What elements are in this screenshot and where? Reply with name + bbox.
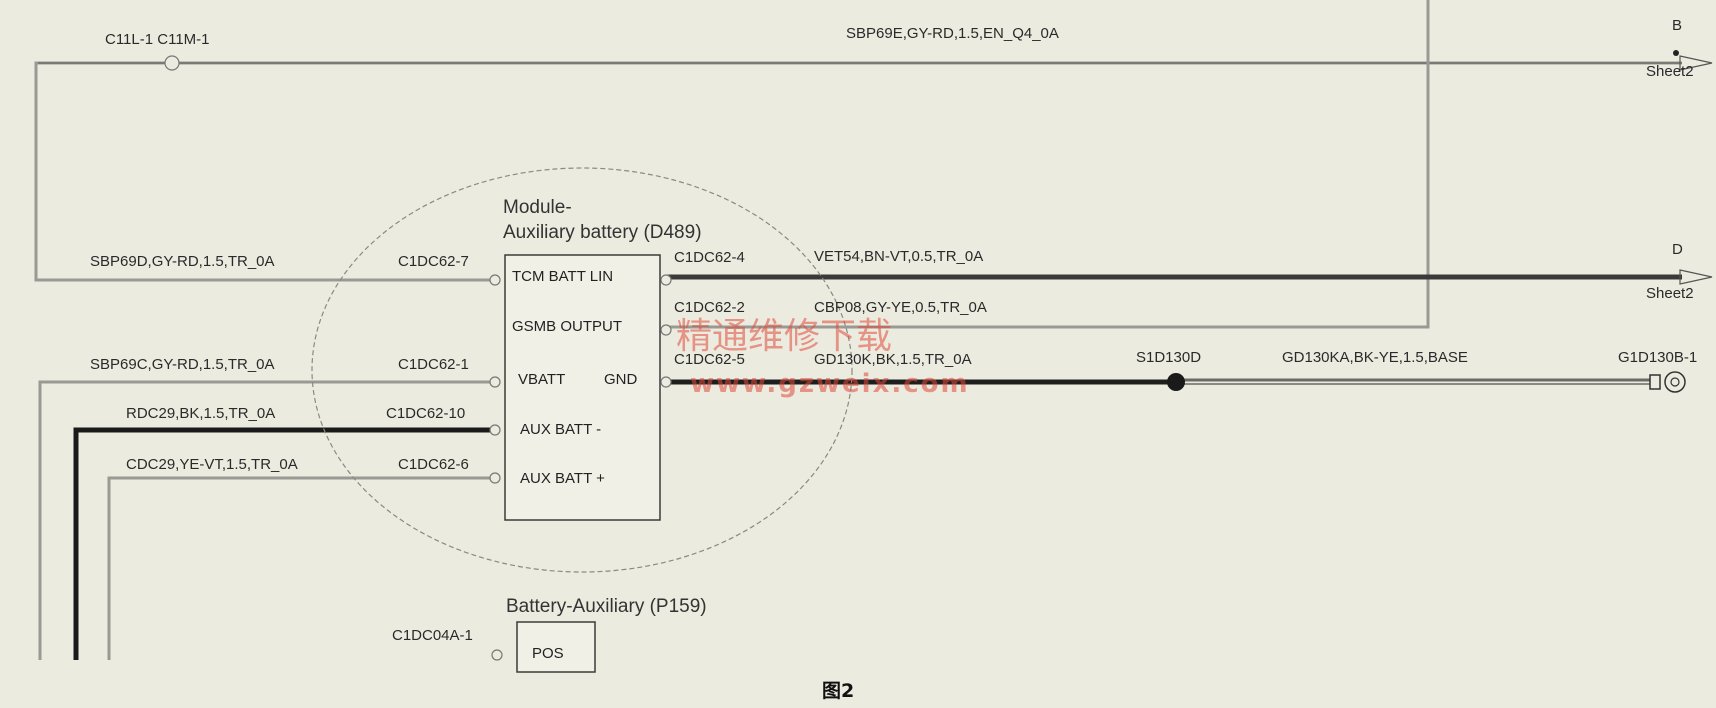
wire-sbp69c (38, 380, 490, 660)
battery-title: Battery-Auxiliary (P159) (506, 596, 707, 617)
wire-cdc29 (107, 476, 490, 660)
watermark-text: 精通维修下载 (676, 316, 892, 357)
pin-c7-circle (489, 274, 501, 286)
figure-caption: 图2 (822, 680, 854, 702)
wire-vet54-label: VET54,BN-VT,0.5,TR_0A (814, 248, 983, 265)
battery-pin-circle (491, 649, 503, 661)
pin-gsmb-output: GSMB OUTPUT (512, 318, 622, 335)
connector-c7-label: C1DC62-7 (398, 253, 469, 270)
wire-sbp69c-label: SBP69C,GY-RD,1.5,TR_0A (90, 356, 275, 373)
offpage-d-letter: D (1672, 241, 1683, 258)
module-title-line2: Auxiliary battery (D489) (503, 222, 702, 243)
offpage-arrow-d (1679, 269, 1713, 285)
wire-top-label: SBP69E,GY-RD,1.5,EN_Q4_0A (846, 25, 1059, 42)
wire-sbp69d-label: SBP69D,GY-RD,1.5,TR_0A (90, 253, 275, 270)
ground-label: G1D130B-1 (1618, 349, 1697, 366)
offpage-b-sheet: Sheet2 (1646, 63, 1694, 80)
pin-c10-circle (489, 424, 501, 436)
offpage-arrow-b (1679, 55, 1713, 71)
connector-c10-label: C1DC62-10 (386, 405, 465, 422)
splice-label: S1D130D (1136, 349, 1201, 366)
wire-cdc29-label: CDC29,YE-VT,1.5,TR_0A (126, 456, 298, 473)
connector-c1-label: C1DC62-1 (398, 356, 469, 373)
pin-c4-circle (660, 274, 672, 286)
pin-vbatt: VBATT (518, 371, 565, 388)
wire-gd130ka-label: GD130KA,BK-YE,1.5,BASE (1282, 349, 1468, 366)
ground-eyelet-outer (1664, 371, 1686, 393)
offpage-b-dot (1673, 50, 1679, 56)
connector-c11-circle (164, 55, 180, 71)
pin-aux-batt-minus: AUX BATT - (520, 421, 601, 438)
pin-tcm-batt-lin: TCM BATT LIN (512, 268, 613, 285)
wire-rdc29-label: RDC29,BK,1.5,TR_0A (126, 405, 275, 422)
ground-eyelet-inner (1670, 377, 1680, 387)
battery-box (516, 621, 596, 673)
battery-pin-pos: POS (532, 645, 564, 662)
battery-connector-label: C1DC04A-1 (392, 627, 473, 644)
module-highlight-ellipse (311, 167, 853, 573)
connector-c4-label: C1DC62-4 (674, 249, 745, 266)
ground-terminal (1649, 374, 1661, 390)
wire-rdc29 (73, 427, 490, 660)
connector-c6-label: C1DC62-6 (398, 456, 469, 473)
wire-cbp08-label: CBP08,GY-YE,0.5,TR_0A (814, 299, 987, 316)
connector-c2-label: C1DC62-2 (674, 299, 745, 316)
module-title-line1: Module- (503, 197, 572, 218)
pin-c5-circle (660, 376, 672, 388)
connector-c5-label: C1DC62-5 (674, 351, 745, 368)
offpage-b-letter: B (1672, 17, 1682, 34)
watermark-url: www.gzweix.com (690, 369, 970, 399)
pin-gnd: GND (604, 371, 638, 388)
pin-c1-circle (489, 376, 501, 388)
splice-s1d130d (1167, 373, 1185, 391)
pin-c6-circle (489, 472, 501, 484)
pin-aux-batt-plus: AUX BATT + (520, 470, 605, 487)
connector-c11-label: C11L-1 C11M-1 (105, 31, 210, 48)
offpage-d-sheet: Sheet2 (1646, 285, 1694, 302)
pin-c2-circle (660, 324, 672, 336)
wire-cbp08 (665, 0, 1430, 329)
module-box (504, 254, 661, 521)
wire-gd130k-label: GD130K,BK,1.5,TR_0A (814, 351, 972, 368)
